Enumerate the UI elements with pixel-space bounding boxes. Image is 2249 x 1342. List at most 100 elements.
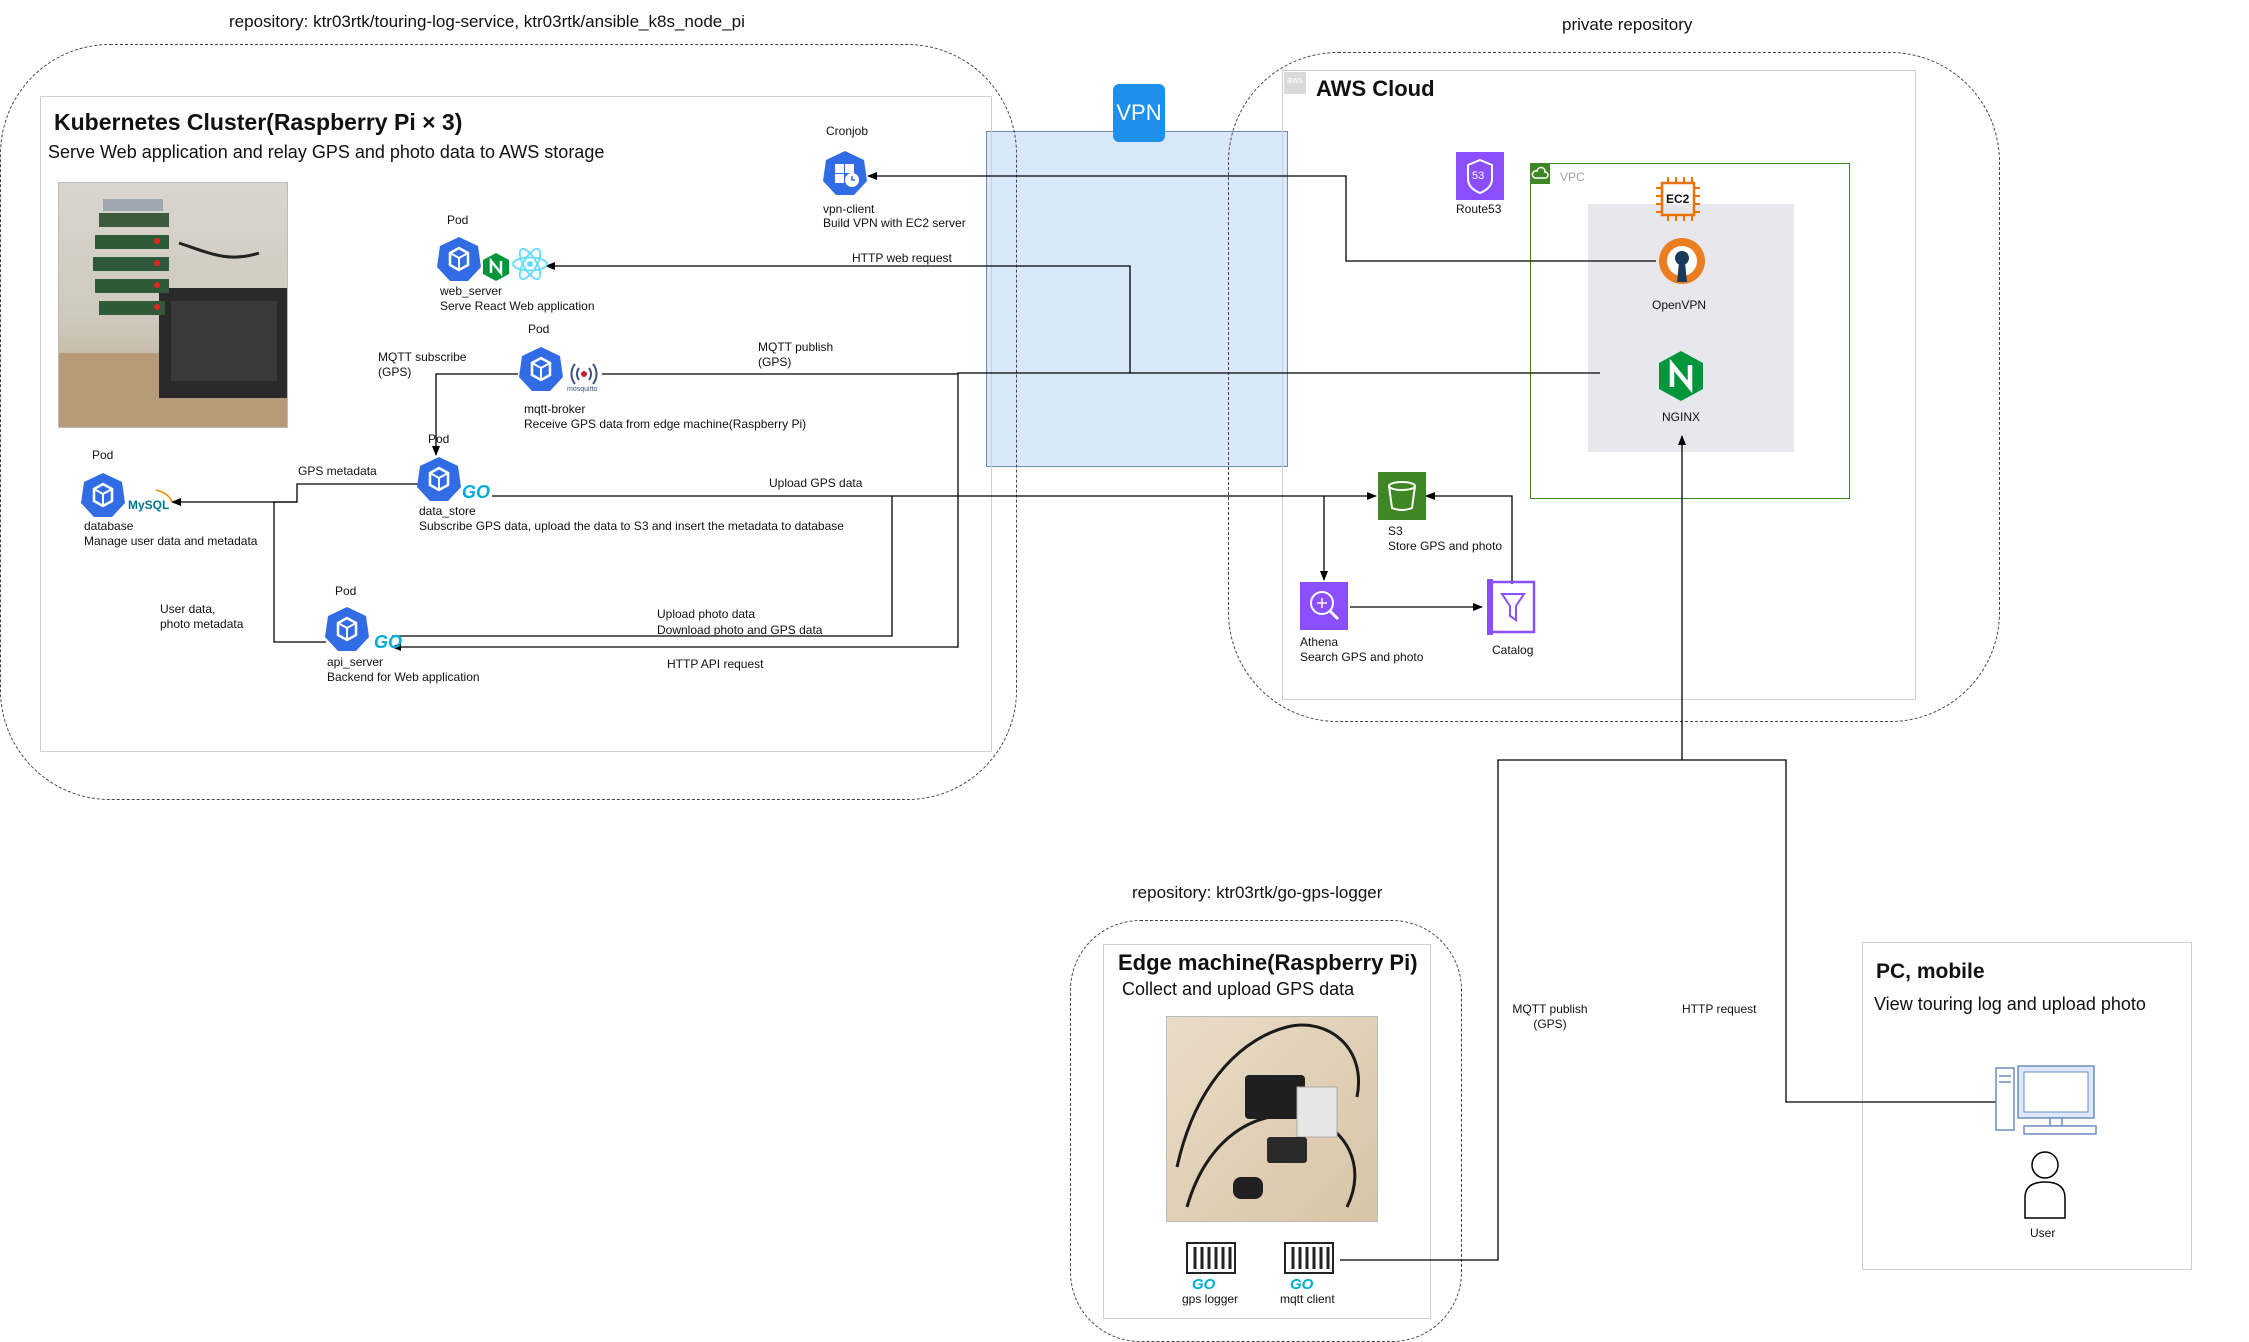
vpc-box	[1530, 163, 1850, 499]
data-store-k8s-icon	[416, 456, 462, 502]
line-vpn-client	[867, 172, 1656, 262]
catalog-label: Catalog	[1492, 643, 1534, 657]
data-store-desc: Subscribe GPS data, upload the data to S…	[419, 519, 844, 533]
k8s-repo-group	[0, 44, 1017, 800]
upload-gps-label: Upload GPS data	[769, 476, 863, 490]
line-user-data	[273, 501, 326, 643]
api-server-caption: Pod	[335, 584, 357, 598]
line-client-http	[1682, 759, 1996, 1103]
edge-title: Edge machine(Raspberry Pi)	[1118, 950, 1418, 975]
gps-logger-go-icon: GO	[1192, 1276, 1216, 1293]
database-name: database	[84, 519, 134, 533]
route53-badge: 53	[1472, 170, 1485, 182]
aws-repo-group	[1228, 52, 2000, 722]
ec2-label: EC2	[1666, 192, 1690, 206]
database-k8s-icon	[80, 472, 126, 518]
line-http-web	[545, 262, 1600, 374]
aws-cloud-panel	[1282, 70, 1916, 700]
s3-icon	[1378, 472, 1426, 520]
user-label: User	[2030, 1226, 2056, 1240]
user-data-line2: photo metadata	[160, 617, 244, 631]
mqtt-publish-edge-line1: MQTT publish	[1512, 1002, 1588, 1016]
http-api-request-label: HTTP API request	[667, 657, 764, 671]
aws-cloud-title: AWS Cloud	[1316, 76, 1435, 101]
mqtt-publish-edge-label: MQTT publish (GPS)	[1508, 1002, 1592, 1032]
cluster-subtitle: Serve Web application and relay GPS and …	[48, 142, 605, 162]
mqtt-broker-desc: Receive GPS data from edge machine(Raspb…	[524, 417, 807, 431]
nginx-small-icon	[482, 252, 510, 282]
desktop-computer-icon	[1994, 1064, 2098, 1136]
line-gps-metadata	[171, 483, 418, 506]
mqtt-broker-k8s-icon	[518, 346, 564, 392]
web-server-name: web_server	[440, 284, 503, 298]
data-store-name: data_store	[419, 504, 476, 518]
ec2-icon: EC2	[1654, 176, 1702, 222]
mysql-icon: MySQL	[128, 486, 176, 514]
openvpn-icon	[1657, 236, 1707, 286]
user-data-line1: User data,	[160, 602, 216, 616]
api-server-go-icon: GO	[374, 632, 403, 652]
mqtt-subscribe-line1: MQTT subscribe	[378, 350, 467, 364]
data-store-go-icon: GO	[462, 482, 491, 502]
http-web-request-label: HTTP web request	[852, 251, 952, 265]
mqtt-publish-label: MQTT publish (GPS)	[758, 340, 833, 370]
api-server-desc: Backend for Web application	[327, 670, 480, 684]
line-mqtt-subscribe	[432, 373, 518, 456]
edge-machine-photo	[1166, 1016, 1378, 1222]
mysql-logo-text: MySQL	[128, 498, 170, 512]
line-edge-mqtt	[1340, 435, 1686, 1261]
download-photo-label: Download photo and GPS data	[657, 623, 823, 637]
user-icon	[2022, 1150, 2068, 1220]
mqtt-subscribe-label: MQTT subscribe (GPS)	[378, 350, 466, 380]
upload-photo-label: Upload photo data	[657, 607, 756, 621]
web-server-desc: Serve React Web application	[440, 299, 595, 313]
user-data-label: User data, photo metadata	[160, 602, 243, 632]
s3-label: S3	[1388, 524, 1403, 538]
api-server-k8s-icon	[324, 606, 370, 652]
s3-desc: Store GPS and photo	[1388, 539, 1503, 553]
aws-logo-text: aws	[1286, 75, 1303, 85]
api-server-name: api_server	[327, 655, 384, 669]
athena-icon	[1300, 582, 1348, 630]
repo-label-edge: repository: ktr03rtk/go-gps-logger	[1132, 883, 1383, 902]
edge-subtitle: Collect and upload GPS data	[1122, 979, 1355, 999]
mosquitto-logo-text: mosquitto	[567, 386, 598, 393]
vpc-label: VPC	[1560, 170, 1585, 184]
mqtt-publish-edge-line2: (GPS)	[1533, 1017, 1567, 1031]
mqtt-publish-line1: MQTT publish	[758, 340, 834, 354]
aws-logo-icon: aws	[1284, 72, 1306, 94]
client-subtitle: View touring log and upload photo	[1874, 994, 2146, 1014]
client-title: PC, mobile	[1876, 960, 1985, 983]
edge-panel	[1103, 944, 1431, 1319]
gps-logger-label: gps logger	[1182, 1292, 1239, 1306]
raspberry-pi-cluster-photo	[58, 182, 288, 428]
mqtt-client-label: mqtt client	[1280, 1292, 1335, 1306]
mosquitto-icon: mosquitto	[564, 356, 604, 396]
web-server-caption: Pod	[447, 213, 469, 227]
vpn-client-desc: Build VPN with EC2 server	[823, 216, 966, 230]
vpn-badge: VPN	[1113, 84, 1165, 142]
vpc-cloud-icon	[1530, 164, 1550, 184]
openvpn-label: OpenVPN	[1652, 298, 1707, 312]
line-http-api	[391, 372, 1130, 651]
vpn-client-icon	[822, 150, 868, 196]
database-desc: Manage user data and metadata	[84, 534, 258, 548]
k8s-cluster-panel	[40, 96, 992, 752]
nginx-icon	[1658, 350, 1704, 402]
route53-icon: 53	[1456, 152, 1504, 200]
http-request-label: HTTP request	[1682, 1002, 1757, 1016]
cluster-title: Kubernetes Cluster(Raspberry Pi × 3)	[54, 109, 463, 135]
mqtt-broker-caption: Pod	[528, 322, 550, 336]
data-store-caption: Pod	[428, 432, 450, 446]
vpn-band	[986, 131, 1288, 467]
repo-label-k8s: repository: ktr03rtk/touring-log-service…	[229, 12, 745, 31]
web-server-k8s-icon	[436, 236, 482, 282]
react-icon	[510, 244, 550, 284]
gps-logger-container-icon	[1186, 1242, 1236, 1274]
athena-label: Athena	[1300, 635, 1339, 649]
mqtt-client-go-icon: GO	[1290, 1276, 1314, 1293]
mqtt-publish-line2: (GPS)	[758, 355, 792, 369]
line-catalog-s3	[1425, 492, 1513, 584]
